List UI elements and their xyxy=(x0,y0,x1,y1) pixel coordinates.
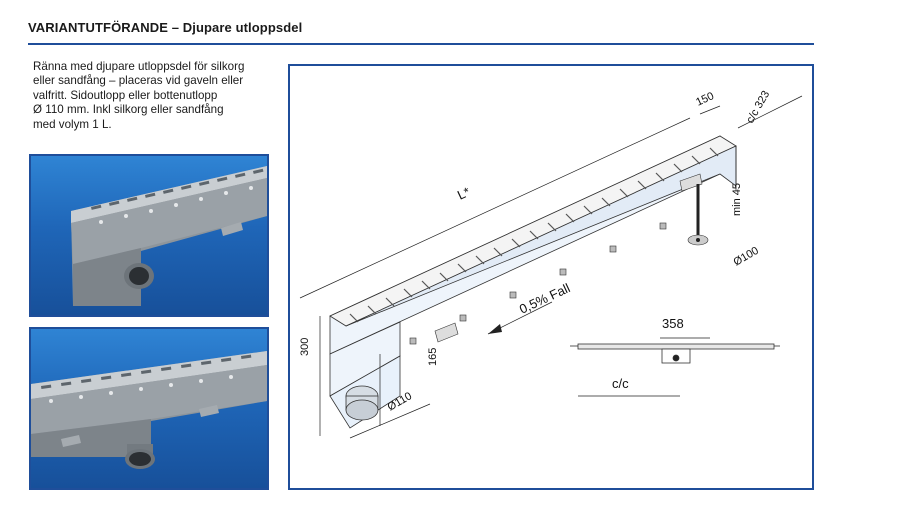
cc-323-label: c/c 323 xyxy=(744,89,772,126)
technical-drawing: L* 150 c/c 323 min 45 Ø100 0,5% Fall 300… xyxy=(288,64,814,490)
fall-label: 0,5% Fall xyxy=(517,280,573,317)
min-45-label: min 45 xyxy=(731,183,743,216)
height-300-label: 300 xyxy=(299,338,311,356)
dimension-358-label: 358 xyxy=(662,316,684,331)
width-label: 150 xyxy=(694,90,716,109)
height-165-label: 165 xyxy=(427,348,439,366)
page-title: VARIANTUTFÖRANDE – Djupare utloppsdel xyxy=(28,20,303,35)
length-label: L* xyxy=(455,184,472,203)
channel-drawing xyxy=(329,135,737,429)
product-photo-bottom-outlet xyxy=(29,327,269,490)
cc-bottom-label: c/c xyxy=(612,376,629,391)
title-divider xyxy=(28,43,814,45)
dia-100-label: Ø100 xyxy=(732,245,761,269)
product-description: Ränna med djupare utloppsdel för silkorg… xyxy=(33,60,245,131)
product-photo-side-outlet xyxy=(29,154,269,317)
